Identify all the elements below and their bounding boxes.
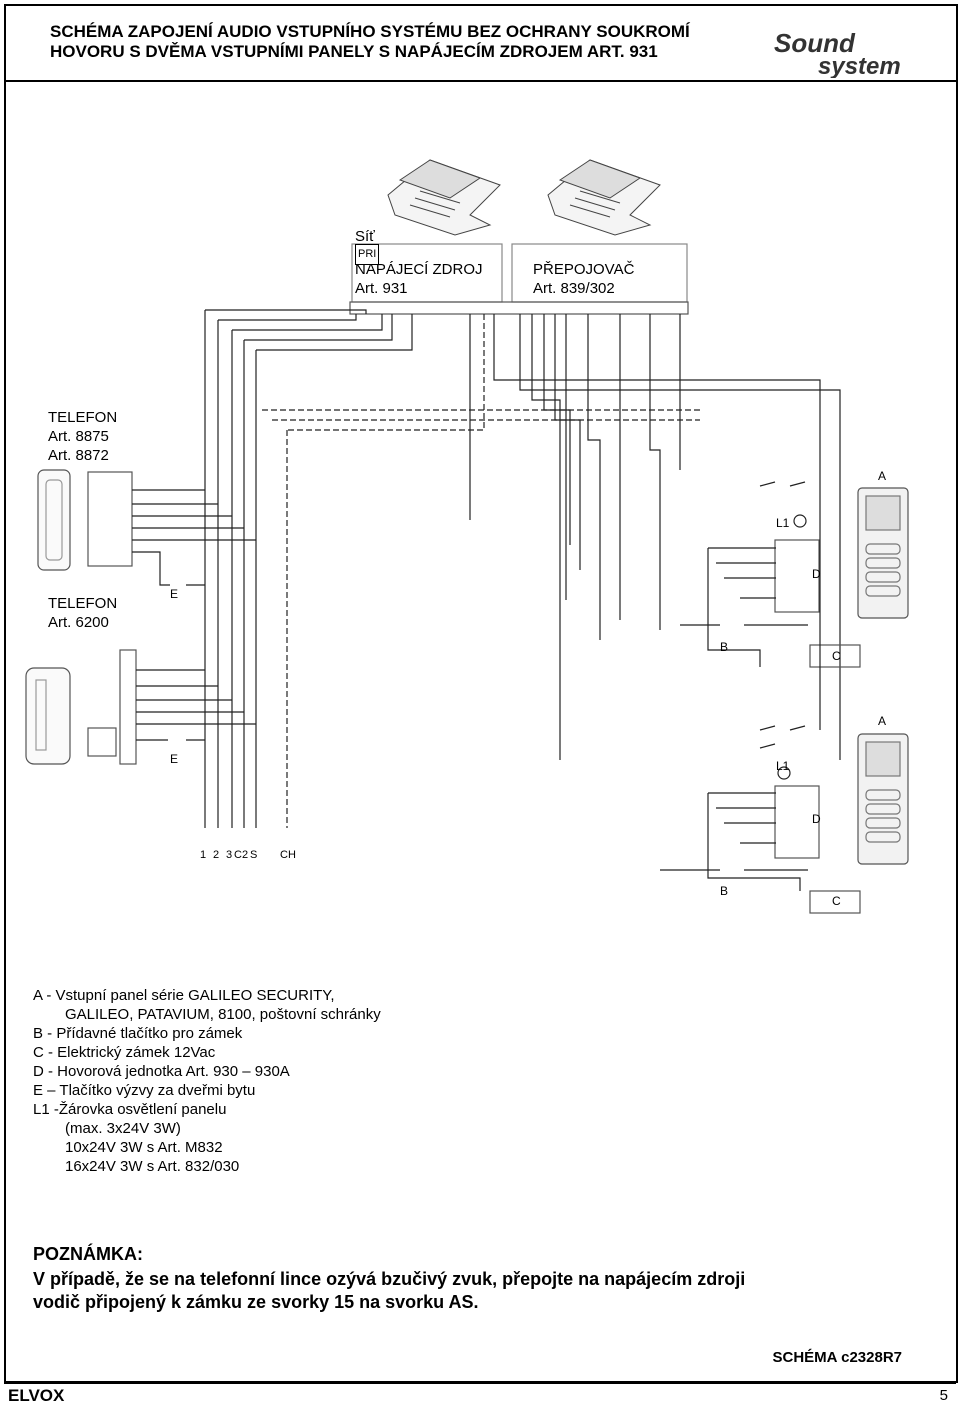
mains-label: Síť [355, 228, 375, 245]
note-line-2: vodič připojený k zámku ze svorky 15 na … [33, 1292, 479, 1312]
label-d-2: D [812, 812, 821, 826]
label-e-2: E [170, 752, 179, 766]
panel-link-wires [819, 500, 841, 760]
switch-module-drawing [547, 159, 661, 236]
title-line-1: SCHÉMA ZAPOJENÍ AUDIO VSTUPNÍHO SYSTÉMU … [50, 22, 690, 41]
legend-item: C - Elektrický zámek 12Vac [33, 1044, 216, 1061]
header: SCHÉMA ZAPOJENÍ AUDIO VSTUPNÍHO SYSTÉMU … [4, 4, 956, 82]
svg-text:Sound: Sound [774, 30, 856, 58]
switch-title: PŘEPOJOVAČ [533, 261, 635, 278]
legend-item: B - Přídavné tlačítko pro zámek [33, 1025, 243, 1042]
wiring-diagram [25, 159, 909, 914]
page-title: SCHÉMA ZAPOJENÍ AUDIO VSTUPNÍHO SYSTÉMU … [50, 22, 690, 62]
note-line-1: V případě, že se na telefonní lince ozýv… [33, 1269, 746, 1289]
label-l1-1: L1 [776, 516, 790, 530]
telephone-1-art-2: Art. 8872 [48, 447, 109, 464]
sound-system-logo: Sound system [774, 30, 901, 78]
bus-terminal-s: S [250, 849, 258, 861]
label-a-1: A [878, 469, 887, 483]
svg-text:system: system [818, 53, 901, 78]
telephone-2-title: TELEFON [48, 595, 118, 612]
page-number: 5 [939, 1387, 948, 1404]
label-d-1: D [812, 567, 821, 581]
psu-art: Art. 931 [355, 280, 408, 297]
label-b-2: B [720, 884, 729, 898]
legend-item: D - Hovorová jednotka Art. 930 – 930A [33, 1063, 290, 1080]
label-a-2: A [878, 714, 887, 728]
telephone-8875 [37, 469, 256, 586]
label-e-1: E [170, 587, 179, 601]
label-c-1: C [832, 649, 841, 663]
label-b-1: B [720, 640, 729, 654]
telephone-2-art: Art. 6200 [48, 614, 109, 631]
bus-terminal-3: 3 [226, 849, 233, 861]
legend-item: E – Tlačítko výzvy za dveřmi bytu [33, 1082, 256, 1099]
bus-terminal-1: 1 [200, 849, 207, 861]
psu-module-drawing [387, 159, 501, 236]
bus-terminal-ch: CH [280, 849, 296, 861]
switch-art: Art. 839/302 [533, 280, 615, 297]
bus-terminal-c2: C2 [234, 849, 249, 861]
legend-item: 16x24V 3W s Art. 832/030 [65, 1158, 240, 1175]
pri-label: PRI [355, 244, 380, 265]
legend-item: (max. 3x24V 3W) [65, 1120, 181, 1137]
label-c-2: C [832, 894, 841, 908]
title-line-2: HOVORU S DVĚMA VSTUPNÍMI PANELY S NAPÁJE… [50, 42, 658, 61]
elvox-logo: ELVOX [8, 1386, 65, 1405]
telephone-1-title: TELEFON [48, 409, 118, 426]
bus-wires [204, 309, 841, 828]
schema-code: SCHÉMA c2328R7 [772, 1349, 903, 1366]
terminal-strip [349, 301, 689, 315]
psu-title: NAPÁJECÍ ZDROJ [355, 261, 483, 278]
legend: A - Vstupní panel série GALILEO SECURITY… [33, 986, 381, 1176]
entry-panel-1 [680, 481, 909, 668]
bus-terminal-2: 2 [213, 849, 220, 861]
legend-item: GALILEO, PATAVIUM, 8100, poštovní schrán… [65, 1006, 381, 1023]
telephone-1-art-1: Art. 8875 [48, 428, 109, 445]
entry-panel-2 [660, 725, 909, 914]
svg-text:ELVOX: ELVOX [8, 1386, 65, 1405]
footer-divider [4, 1382, 956, 1384]
label-l1-2: L1 [776, 759, 790, 773]
telephone-6200 [25, 649, 256, 765]
legend-item: 10x24V 3W s Art. M832 [65, 1139, 223, 1156]
note-heading: POZNÁMKA: [33, 1244, 143, 1264]
note-text: V případě, že se na telefonní lince ozýv… [33, 1268, 745, 1314]
legend-item: A - Vstupní panel série GALILEO SECURITY… [33, 987, 335, 1004]
legend-item: L1 -Žárovka osvětlení panelu [33, 1101, 227, 1118]
